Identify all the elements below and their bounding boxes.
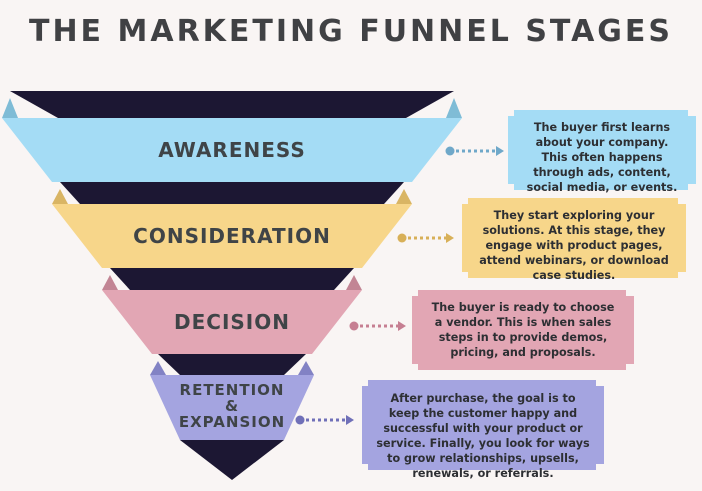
- consideration-connector-dot: [397, 233, 407, 243]
- decision-label: DECISION: [174, 310, 290, 334]
- decision-left-flap: [102, 275, 118, 290]
- decision-description: The buyer is ready to choose a vendor. T…: [431, 301, 615, 359]
- retention-connector: [295, 415, 354, 425]
- awareness-right-flap: [446, 98, 462, 118]
- decision-band: [102, 290, 362, 354]
- awareness-connector-arrow: [496, 146, 504, 156]
- retention-description: After purchase, the goal is to keep the …: [376, 392, 590, 480]
- funnel-dark-band-4: [158, 354, 306, 375]
- retention-band: [150, 375, 314, 440]
- decision-card: [412, 290, 634, 370]
- retention-label-line-1: RETENTION: [179, 381, 285, 399]
- awareness-label: AWARENESS: [158, 138, 306, 162]
- consideration-connector-arrow: [446, 233, 454, 243]
- awareness-connector: [445, 146, 504, 156]
- funnel-dark-band-3: [110, 268, 354, 290]
- consideration-description: They start exploring your solutions. At …: [479, 209, 669, 282]
- decision-right-flap: [346, 275, 362, 290]
- funnel-dark-band-1: [10, 91, 454, 118]
- retention-left-flap: [150, 361, 166, 375]
- consideration-label: CONSIDERATION: [133, 224, 331, 248]
- retention-label-line-3: EXPANSION: [178, 413, 286, 431]
- consideration-card: [462, 198, 686, 278]
- diagram-title: THE MARKETING FUNNEL STAGES: [28, 14, 674, 49]
- decision-connector-arrow: [398, 321, 406, 331]
- retention-right-flap: [298, 361, 314, 375]
- decision-connector: [349, 321, 406, 331]
- consideration-right-flap: [396, 189, 412, 204]
- consideration-left-flap: [52, 189, 68, 204]
- awareness-band: [2, 118, 462, 182]
- consideration-band: [52, 204, 412, 268]
- decision-connector-dot: [349, 321, 359, 331]
- awareness-left-flap: [2, 98, 18, 118]
- awareness-connector-dot: [445, 146, 455, 156]
- funnel-dark-tip: [180, 440, 284, 480]
- consideration-connector: [397, 233, 454, 243]
- awareness-card: [508, 110, 696, 190]
- retention-expansion-label: RETENTION & EXPANSION: [170, 382, 294, 430]
- retention-connector-dot: [295, 415, 305, 425]
- funnel-dark-band-2: [60, 182, 404, 204]
- retention-label-line-2: &: [224, 397, 240, 415]
- retention-card: [362, 380, 604, 470]
- awareness-description: The buyer first learns about your compan…: [526, 121, 678, 194]
- retention-connector-arrow: [346, 415, 354, 425]
